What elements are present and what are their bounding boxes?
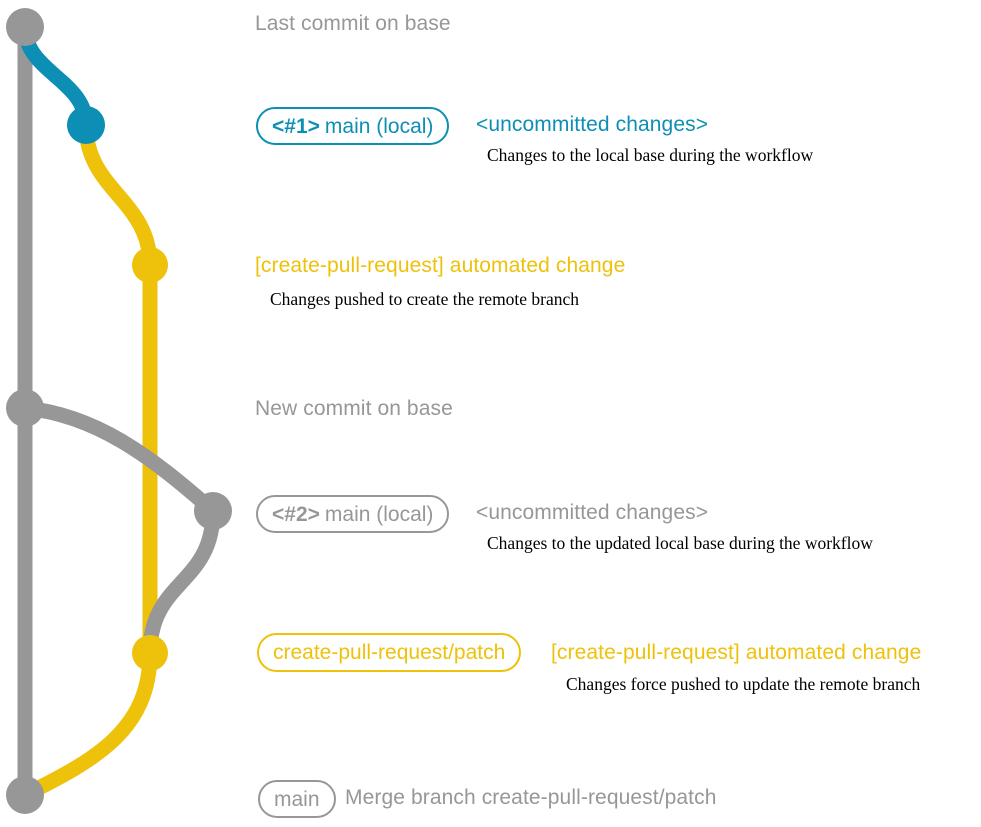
ref-badge-name-1: main (local): [324, 114, 434, 138]
node-merge[interactable]: [6, 776, 44, 814]
node-patch-2[interactable]: [132, 635, 168, 671]
commit-description-4: Changes force pushed to update the remot…: [566, 674, 921, 694]
node-local-1[interactable]: [67, 106, 105, 144]
ref-badge-name-3: create-pull-request/patch: [273, 641, 506, 664]
commit-description-3: Changes to the updated local base during…: [487, 533, 873, 553]
commit-subject-merge: Merge branch create-pull-request/patch: [345, 786, 717, 809]
commit-description-1: Changes to the local base during the wor…: [487, 145, 814, 165]
node-base-last-commit[interactable]: [6, 8, 44, 46]
commit-description-2: Changes pushed to create the remote bran…: [270, 289, 580, 309]
edge-local1-to-patch1: [78, 117, 158, 273]
edge-base-to-local2: [17, 400, 221, 519]
ref-badge-number-1: <#1>: [272, 114, 320, 138]
node-local-2[interactable]: [194, 492, 232, 530]
edge-patch2-to-merge: [17, 645, 158, 803]
ref-badge-main[interactable]: main: [258, 780, 336, 818]
ref-badge-main-local-2[interactable]: <#2> main (local): [256, 495, 450, 533]
commit-subject-uncommitted-changes-2: <uncommitted changes>: [476, 501, 709, 524]
ref-badge-number-2: <#2>: [272, 502, 320, 526]
ref-badge-main-local-1[interactable]: <#1> main (local): [256, 107, 450, 145]
commit-subject-automated-change-1: [create-pull-request] automated change: [255, 254, 626, 277]
node-patch-1[interactable]: [132, 247, 168, 283]
commit-subject-automated-change-2: [create-pull-request] automated change: [551, 641, 922, 664]
ref-badge-name-4: main: [274, 787, 320, 811]
commit-subject-uncommitted-changes-1: <uncommitted changes>: [476, 113, 709, 136]
ref-badge-create-pull-request-patch[interactable]: create-pull-request/patch: [257, 633, 522, 672]
commit-subject-last-commit-on-base: Last commit on base: [255, 12, 451, 35]
ref-badge-name-2: main (local): [324, 502, 434, 526]
commit-subject-new-commit-on-base: New commit on base: [255, 397, 453, 420]
node-base-new-commit[interactable]: [6, 389, 44, 427]
edge-local2-to-patch2: [142, 503, 221, 661]
